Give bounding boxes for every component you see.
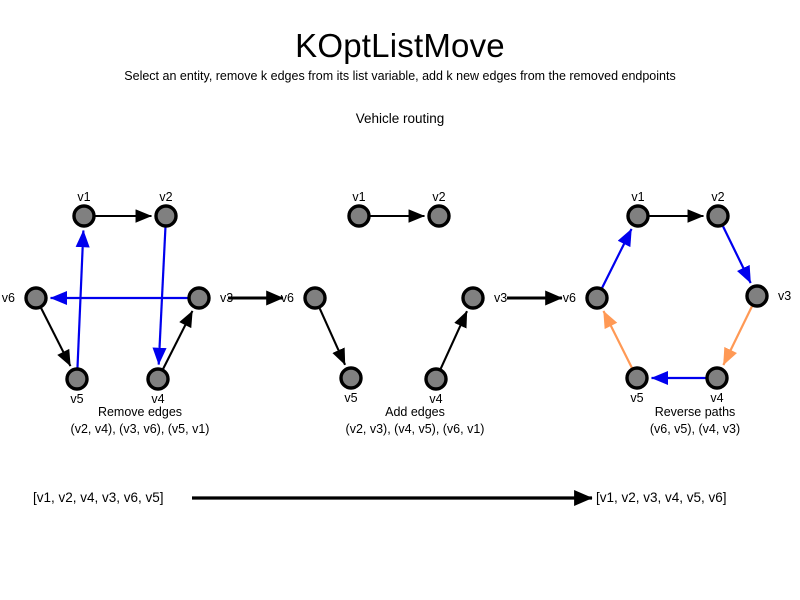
- edge-reverse-v2-v3: [722, 225, 752, 284]
- edge-reverse-v5-v6: [602, 310, 633, 369]
- node-circle-remove-v1[interactable]: [72, 204, 96, 228]
- node-remove-v2[interactable]: v2: [154, 190, 178, 228]
- caption-remove-edges: (v2, v4), (v3, v6), (v5, v1): [70, 422, 210, 436]
- caption-remove: Remove edges (v2, v4), (v3, v6), (v5, v1…: [30, 404, 250, 438]
- node-reverse-v6[interactable]: v6: [563, 286, 609, 310]
- caption-add-title: Add edges: [385, 405, 445, 419]
- node-circle-reverse-v5[interactable]: [625, 366, 649, 390]
- node-label-reverse-v1: v1: [631, 190, 644, 204]
- node-circle-reverse-v2[interactable]: [706, 204, 730, 228]
- node-label-add-v3: v3: [494, 291, 507, 305]
- edge-remove-v4-v3: [162, 310, 194, 370]
- edge-reverse-v3-v4: [722, 305, 753, 366]
- edge-add-v4-v3: [439, 310, 468, 369]
- node-circle-remove-v6[interactable]: [24, 286, 48, 310]
- node-label-add-v6: v6: [281, 291, 294, 305]
- node-circle-reverse-v1[interactable]: [626, 204, 650, 228]
- edges-layer: [40, 209, 753, 386]
- node-label-reverse-v4: v4: [710, 391, 723, 405]
- node-circle-remove-v3[interactable]: [187, 286, 211, 310]
- node-add-v3[interactable]: v3: [461, 286, 507, 310]
- caption-reverse-paths: (v6, v5), (v4, v3): [649, 422, 741, 436]
- node-circle-remove-v5[interactable]: [65, 367, 89, 391]
- node-circle-remove-v2[interactable]: [154, 204, 178, 228]
- page-subtitle: Select an entity, remove k edges from it…: [124, 69, 676, 83]
- caption-reverse-title: Reverse paths: [654, 405, 736, 419]
- node-circle-reverse-v4[interactable]: [705, 366, 729, 390]
- node-add-v4[interactable]: v4: [424, 367, 448, 406]
- node-label-remove-v1: v1: [77, 190, 90, 204]
- edge-remove-v5-v1: [75, 230, 90, 368]
- node-label-remove-v5: v5: [70, 392, 83, 406]
- node-reverse-v2[interactable]: v2: [706, 190, 730, 228]
- node-add-v6[interactable]: v6: [281, 286, 327, 310]
- node-add-v5[interactable]: v5: [339, 366, 363, 405]
- list-after: [v1, v2, v3, v4, v5, v6]: [596, 490, 727, 505]
- node-circle-add-v2[interactable]: [427, 204, 451, 228]
- node-remove-v5[interactable]: v5: [65, 367, 89, 406]
- node-remove-v6[interactable]: v6: [2, 286, 48, 310]
- caption-reverse: Reverse paths (v6, v5), (v4, v3): [585, 404, 800, 438]
- page-title: KOptListMove: [295, 27, 505, 64]
- node-remove-v4[interactable]: v4: [146, 367, 170, 406]
- node-label-add-v5: v5: [344, 391, 357, 405]
- node-label-add-v1: v1: [352, 190, 365, 204]
- node-label-add-v4: v4: [429, 392, 442, 406]
- caption-add-edges: (v2, v3), (v4, v5), (v6, v1): [345, 422, 485, 436]
- edge-remove-v6-v5: [40, 307, 72, 367]
- node-reverse-v5[interactable]: v5: [625, 366, 649, 405]
- node-label-remove-v4: v4: [151, 392, 164, 406]
- node-add-v1[interactable]: v1: [347, 190, 371, 228]
- node-circle-add-v6[interactable]: [303, 286, 327, 310]
- node-remove-v1[interactable]: v1: [72, 190, 96, 228]
- node-circle-add-v5[interactable]: [339, 366, 363, 390]
- node-reverse-v4[interactable]: v4: [705, 366, 729, 405]
- nodes-layer: v1 v2 v3 v4 v5 v6 v1 v2 v3 v4 v5 v6 v1 v2 v3 v4 v5 v6: [2, 190, 791, 406]
- node-circle-reverse-v6[interactable]: [585, 286, 609, 310]
- node-remove-v3[interactable]: v3: [187, 286, 233, 310]
- edge-remove-v2-v4: [152, 227, 167, 365]
- node-add-v2[interactable]: v2: [427, 190, 451, 228]
- edge-add-v6-v5: [318, 308, 347, 366]
- node-label-reverse-v2: v2: [711, 190, 724, 204]
- node-label-add-v2: v2: [432, 190, 445, 204]
- node-circle-add-v4[interactable]: [424, 367, 448, 391]
- node-circle-add-v1[interactable]: [347, 204, 371, 228]
- node-label-remove-v6: v6: [2, 291, 15, 305]
- node-reverse-v3[interactable]: v3: [745, 284, 791, 308]
- node-label-reverse-v6: v6: [563, 291, 576, 305]
- list-before: [v1, v2, v4, v3, v6, v5]: [33, 490, 164, 505]
- node-circle-add-v3[interactable]: [461, 286, 485, 310]
- node-label-remove-v2: v2: [159, 190, 172, 204]
- edge-reverse-v6-v1: [601, 228, 633, 289]
- node-label-reverse-v5: v5: [630, 391, 643, 405]
- caption-remove-title: Remove edges: [97, 405, 183, 419]
- node-reverse-v1[interactable]: v1: [626, 190, 650, 228]
- caption-add: Add edges (v2, v3), (v4, v5), (v6, v1): [305, 404, 525, 438]
- node-circle-remove-v4[interactable]: [146, 367, 170, 391]
- domain-label: Vehicle routing: [355, 111, 445, 126]
- node-label-reverse-v3: v3: [778, 289, 791, 303]
- node-label-remove-v3: v3: [220, 291, 233, 305]
- node-circle-reverse-v3[interactable]: [745, 284, 769, 308]
